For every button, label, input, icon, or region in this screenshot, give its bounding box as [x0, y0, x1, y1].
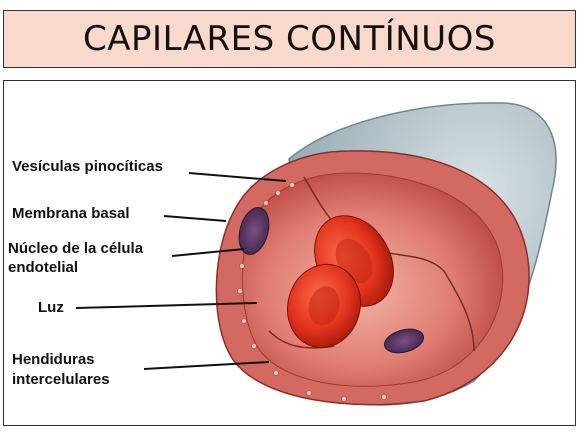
label-nucleus-line2: endotelial — [8, 259, 79, 276]
leader-nucleus — [171, 248, 245, 257]
leader-basal-membrane — [163, 215, 227, 222]
intercellular-cleft-2 — [443, 270, 475, 352]
leader-pinocytic-vesicles — [188, 172, 287, 182]
label-nucleus-line1: Núcleo de la célula — [8, 240, 144, 257]
label-lumen: Luz — [38, 299, 64, 316]
label-clefts-line2: intercelulares — [12, 371, 110, 388]
endothelial-nucleus-bottom — [383, 328, 425, 354]
label-pinocytic-vesicles: Vesículas pinocíticas — [12, 158, 163, 175]
capillary-illustration — [75, 102, 557, 406]
title-banner: CAPILARES CONTÍNUOS — [3, 10, 576, 68]
label-basal-membrane: Membrana basal — [12, 205, 130, 222]
diagram-frame: Vesículas pinocíticas Membrana basal Núc… — [3, 80, 576, 426]
page-title: CAPILARES CONTÍNUOS — [83, 19, 496, 59]
label-clefts-line1: Hendiduras — [12, 351, 95, 368]
endothelial-nucleus-left — [238, 207, 270, 255]
leader-lumen — [75, 302, 258, 309]
leader-clefts — [143, 361, 270, 370]
